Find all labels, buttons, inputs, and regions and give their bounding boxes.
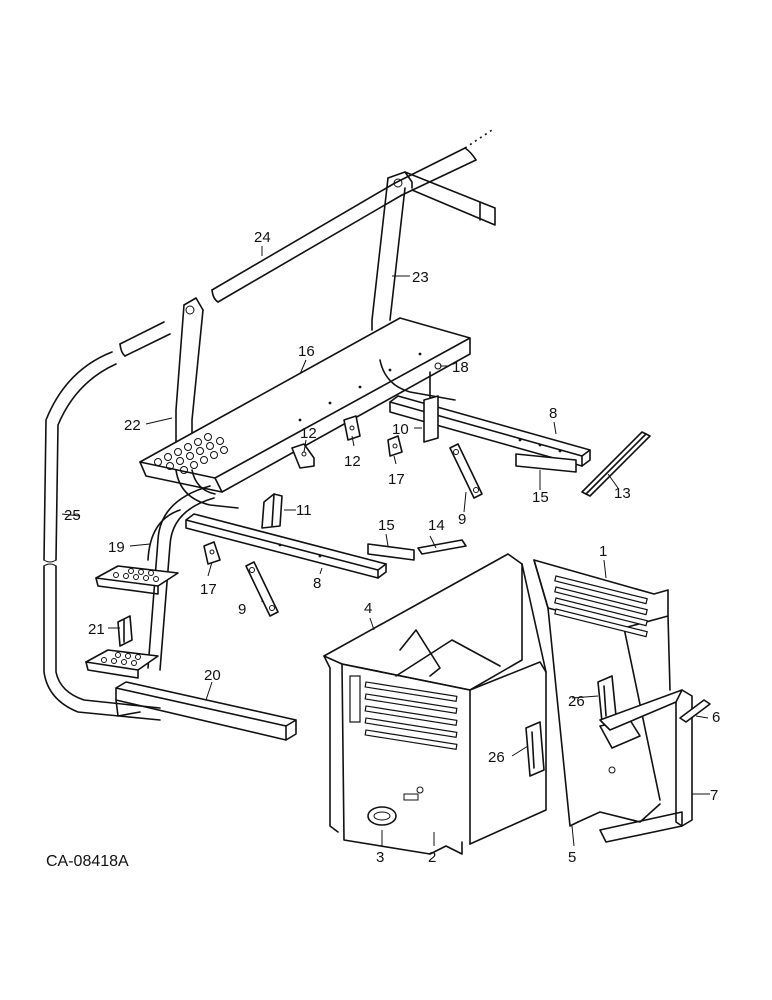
callout-8-upper: 8 [549, 405, 557, 422]
callout-25: 25 [64, 507, 81, 524]
callout-20: 20 [204, 667, 221, 684]
callout-3: 3 [376, 849, 384, 866]
fender-panel-right [533, 559, 671, 827]
deck-tread-pattern [154, 433, 228, 474]
callout-labels: 1 2 3 4 5 6 7 8 8 9 9 10 11 12 12 13 14 … [64, 229, 720, 866]
bracket-12-left [291, 443, 315, 469]
callout-4: 4 [364, 600, 372, 617]
callout-12-left: 12 [300, 425, 317, 442]
bracket-12-right [343, 415, 361, 441]
side-rail-rear [389, 395, 591, 467]
callout-21: 21 [88, 621, 105, 638]
callout-22: 22 [124, 417, 141, 434]
callout-15-upper: 15 [532, 489, 549, 506]
handrail-tube [119, 129, 493, 357]
callout-23: 23 [412, 269, 429, 286]
support-bracket-7 [599, 689, 693, 843]
callout-18: 18 [452, 359, 469, 376]
strap-9-upper [449, 443, 483, 499]
vent-slots-fender-top [349, 675, 361, 723]
handle-26-left [525, 721, 545, 777]
callout-26-right: 26 [568, 693, 585, 710]
callout-17-left: 17 [200, 581, 217, 598]
side-rail-front [185, 513, 387, 579]
callout-6: 6 [712, 709, 720, 726]
callout-8-lower: 8 [313, 575, 321, 592]
upper-step [95, 565, 179, 595]
step-ladder [85, 485, 215, 679]
bracket-17-right [387, 435, 403, 457]
callout-2: 2 [428, 849, 436, 866]
bracket-17-left [203, 541, 221, 565]
fender-panel-left [323, 553, 547, 855]
callout-1: 1 [599, 543, 607, 560]
upright-post-right [371, 171, 496, 331]
callout-16: 16 [298, 343, 315, 360]
angle-14 [417, 539, 467, 555]
angle-13 [581, 431, 651, 497]
callout-7: 7 [710, 787, 718, 804]
clip-6 [679, 699, 711, 723]
callout-11: 11 [296, 502, 312, 519]
callout-12-right: 12 [344, 453, 361, 470]
grab-rail [43, 351, 161, 721]
leader-lines [61, 246, 710, 847]
plate-15-lower [367, 543, 415, 561]
callout-10: 10 [392, 421, 409, 438]
callout-19: 19 [108, 539, 125, 556]
callout-15-lower: 15 [378, 517, 395, 534]
vent-slots-left [364, 681, 458, 751]
grommet [367, 806, 397, 826]
bracket-11 [261, 493, 283, 529]
callout-17-right: 17 [388, 471, 405, 488]
callout-5: 5 [568, 849, 576, 866]
vent-slots-right [554, 575, 648, 638]
callout-9-upper: 9 [458, 511, 466, 528]
callout-13: 13 [614, 485, 631, 502]
step-support [115, 681, 297, 741]
callout-14: 14 [428, 517, 445, 534]
lower-step [85, 649, 159, 679]
callout-24: 24 [254, 229, 271, 246]
callout-26-left: 26 [488, 749, 505, 766]
strap-9-lower [245, 561, 279, 617]
plate-15-upper [515, 453, 577, 473]
callout-9-lower: 9 [238, 601, 246, 618]
drawing-reference: CA-08418A [46, 853, 129, 870]
bracket-10 [423, 362, 442, 443]
